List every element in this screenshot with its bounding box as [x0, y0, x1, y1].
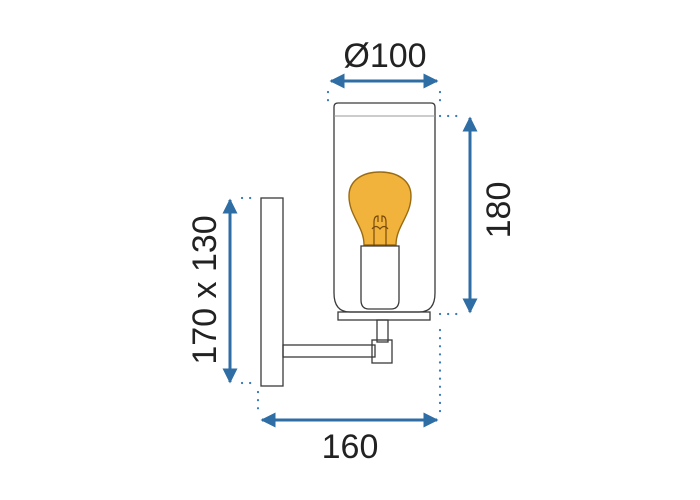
dimension-arrows — [222, 73, 478, 428]
lamp-arm — [282, 344, 376, 358]
backplate-label: 170 x 130 — [186, 215, 224, 364]
glass-shade — [333, 102, 436, 313]
arm-joint — [371, 339, 393, 364]
diameter-label: Ø100 — [343, 37, 426, 75]
depth-label: 160 — [322, 428, 379, 466]
dotted-extension-lines — [240, 90, 464, 414]
bulb-socket — [360, 245, 400, 310]
wall-backplate — [260, 197, 284, 387]
height-label: 180 — [480, 182, 518, 239]
lamp-stem — [376, 319, 389, 343]
shade-holder-plate — [337, 311, 431, 321]
light-bulb — [348, 171, 412, 246]
bulb-filament — [371, 215, 389, 248]
